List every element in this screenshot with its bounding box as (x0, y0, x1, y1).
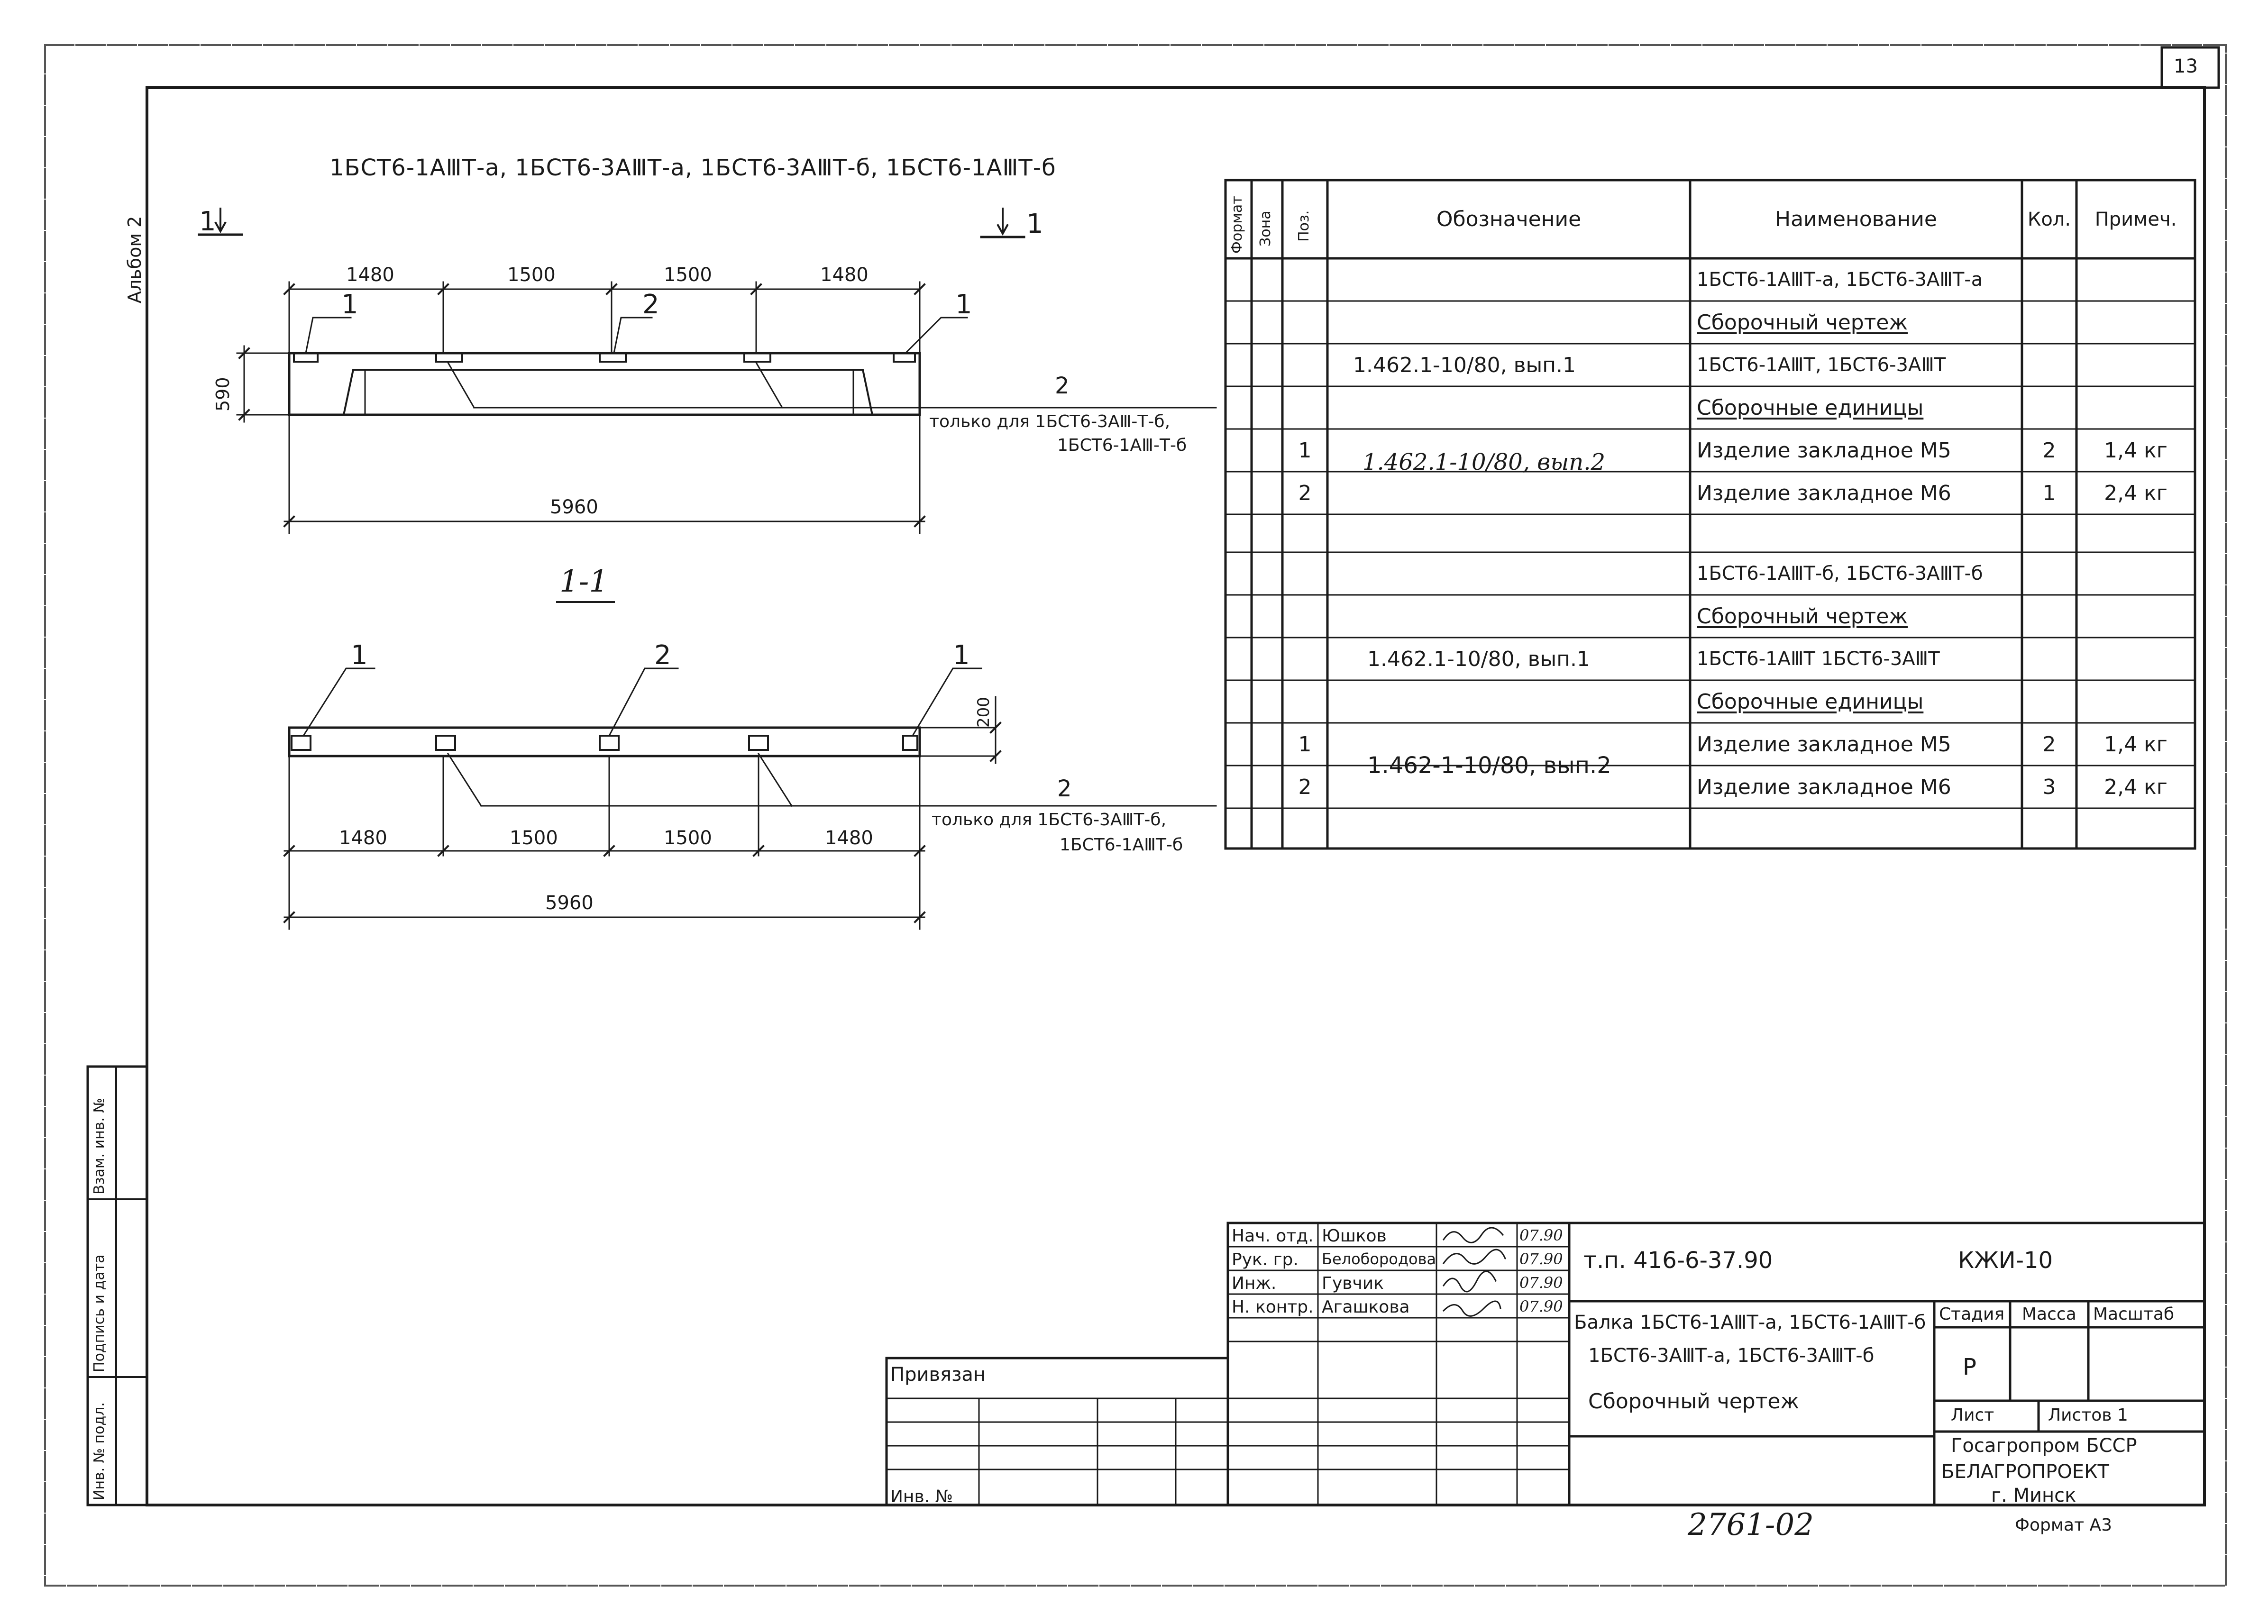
page-number: 13 (2174, 55, 2198, 77)
title-line-2: 1БСТ6-3АⅢТ-а, 1БСТ6-3АⅢТ-б (1588, 1345, 1875, 1367)
sig-date-1: 07.90 (1519, 1226, 1563, 1244)
row10-name: 1БСТ6-1АⅢТ 1БСТ6-3АⅢТ (1697, 648, 1940, 670)
scale-label: Масштаб (2093, 1305, 2175, 1324)
sig-role-4: Н. контр. (1232, 1297, 1314, 1317)
album-label: Альбом 2 (124, 216, 145, 303)
format-label: Формат А3 (2015, 1515, 2113, 1535)
section-total-dim: 5960 (545, 892, 594, 914)
row6-name: Изделие закладное М6 (1697, 481, 1951, 505)
header-name: Наименование (1775, 207, 1937, 231)
row13-pos: 2 (1298, 775, 1312, 799)
plan-note-text-1: только для 1БСТ6-3АⅢ-Т-б, (929, 412, 1171, 431)
stage-value: Р (1963, 1354, 1976, 1380)
row13-note: 2,4 кг (2104, 775, 2167, 799)
section-dim-3: 1500 (664, 827, 712, 849)
privyazan-label: Привязан (890, 1364, 986, 1386)
sig-role-3: Инж. (1232, 1274, 1277, 1293)
row5-note: 1,4 кг (2104, 438, 2167, 463)
row1-name: 1БСТ6-1АⅢТ-а, 1БСТ6-3АⅢТ-а (1697, 269, 1983, 291)
row12-note: 1,4 кг (2104, 732, 2167, 757)
project-code: т.п. 416-6-37.90 (1583, 1247, 1773, 1274)
title-line-3: Сборочный чертеж (1588, 1389, 1800, 1414)
section-note-pos: 2 (1057, 776, 1072, 802)
stage-label: Стадия (1939, 1305, 2005, 1324)
row6-qty: 1 (2042, 481, 2056, 505)
row3-designation: 1.462.1-10/80, вып.1 (1353, 353, 1576, 377)
sig-name-2: Белобородова (1322, 1250, 1436, 1268)
row9-name: Сборочный чертеж (1697, 604, 1908, 629)
section-height-dim: 200 (974, 697, 993, 728)
row12-name: Изделие закладное М5 (1697, 732, 1951, 757)
sheet-label: Лист (1951, 1405, 1994, 1425)
plan-dim-2: 1500 (507, 264, 556, 286)
row8-name: 1БСТ6-1АⅢТ-б, 1БСТ6-3АⅢТ-б (1697, 563, 1983, 584)
sig-role-2: Рук. гр. (1232, 1250, 1299, 1269)
section-note-text-1: только для 1БСТ6-3АⅢТ-б, (932, 810, 1167, 830)
sig-name-4: Агашкова (1322, 1297, 1410, 1317)
mass-label: Масса (2022, 1305, 2076, 1324)
row13-qty: 3 (2042, 775, 2056, 799)
section-callout-3: 1 (953, 640, 970, 671)
org-1: Госагропром БССР (1951, 1435, 2137, 1457)
sig-date-4: 07.90 (1519, 1297, 1563, 1315)
plan-dim-3: 1500 (664, 264, 712, 286)
section-title: 1-1 (559, 564, 609, 599)
header-designation: Обозначение (1436, 207, 1582, 231)
plan-callout-3: 1 (955, 289, 972, 320)
row12-qty: 2 (2042, 732, 2056, 757)
sheets-label: Листов 1 (2048, 1405, 2128, 1425)
section-callout-2: 2 (654, 640, 671, 671)
row6-pos: 2 (1298, 481, 1312, 505)
plan-dim-4: 1480 (820, 264, 869, 286)
row11-name: Сборочные единицы (1697, 689, 1924, 714)
row10-designation: 1.462.1-10/80, вып.1 (1367, 647, 1591, 671)
doc-code: КЖИ-10 (1958, 1247, 2053, 1274)
row4-name: Сборочные единицы (1697, 395, 1924, 420)
header-zone: Зона (1257, 210, 1274, 246)
row2-name: Сборочный чертеж (1697, 310, 1908, 335)
org-2: БЕЛАГРОПРОЕКТ (1941, 1461, 2109, 1483)
row13-name: Изделие закладное М6 (1697, 775, 1951, 799)
sig-date-3: 07.90 (1519, 1274, 1563, 1292)
row5-name: Изделие закладное М5 (1697, 438, 1951, 463)
sig-name-3: Гувчик (1322, 1274, 1384, 1293)
row5-designation: 1.462.1-10/80, вып.2 (1363, 449, 1606, 475)
plan-callout-2: 2 (642, 289, 659, 320)
org-3: г. Минск (1991, 1485, 2076, 1506)
row5-pos: 1 (1298, 438, 1312, 463)
header-qty: Кол. (2027, 208, 2071, 230)
side-inv-orig: Инв. № подл. (91, 1402, 108, 1500)
drawing-title: 1БСТ6-1АⅢТ-а, 1БСТ6-3АⅢТ-а, 1БСТ6-3АⅢТ-б… (329, 155, 1056, 181)
row12-designation: 1.462-1-10/80, вып.2 (1367, 752, 1611, 779)
plan-note-text-2: 1БСТ6-1АⅢ-Т-б (1057, 436, 1187, 455)
sig-role-1: Нач. отд. (1232, 1226, 1314, 1246)
sig-date-2: 07.90 (1519, 1250, 1563, 1268)
handwritten-number: 2761-02 (1688, 1507, 1814, 1542)
side-sign-date: Подпись и дата (91, 1254, 108, 1373)
section-dim-2: 1500 (510, 827, 558, 849)
section-mark-right: 1 (1026, 209, 1043, 239)
plan-dim-1: 1480 (346, 264, 394, 286)
row12-pos: 1 (1298, 732, 1312, 757)
title-line-1: Балка 1БСТ6-1АⅢТ-а, 1БСТ6-1АⅢТ-б (1574, 1312, 1926, 1333)
header-pos: Поз. (1296, 210, 1312, 242)
section-dim-1: 1480 (339, 827, 387, 849)
plan-callout-1: 1 (341, 289, 358, 320)
inv-no-label: Инв. № (890, 1487, 953, 1506)
section-dim-4: 1480 (825, 827, 873, 849)
side-vzam-inv: Взам. инв. № (91, 1098, 108, 1195)
section-mark-left: 1 (199, 206, 216, 237)
plan-note-pos: 2 (1055, 373, 1070, 399)
header-note: Примеч. (2094, 208, 2177, 230)
plan-height-dim: 590 (212, 377, 233, 411)
header-format: Формат (1229, 196, 1245, 254)
section-note-text-2: 1БСТ6-1АⅢТ-б (1060, 835, 1183, 855)
sig-name-1: Юшков (1322, 1226, 1387, 1246)
row3-name: 1БСТ6-1АⅢТ, 1БСТ6-3АⅢТ (1697, 354, 1946, 376)
row5-qty: 2 (2042, 438, 2056, 463)
row6-note: 2,4 кг (2104, 481, 2167, 505)
section-callout-1: 1 (351, 640, 368, 671)
plan-total-dim: 5960 (550, 496, 598, 518)
